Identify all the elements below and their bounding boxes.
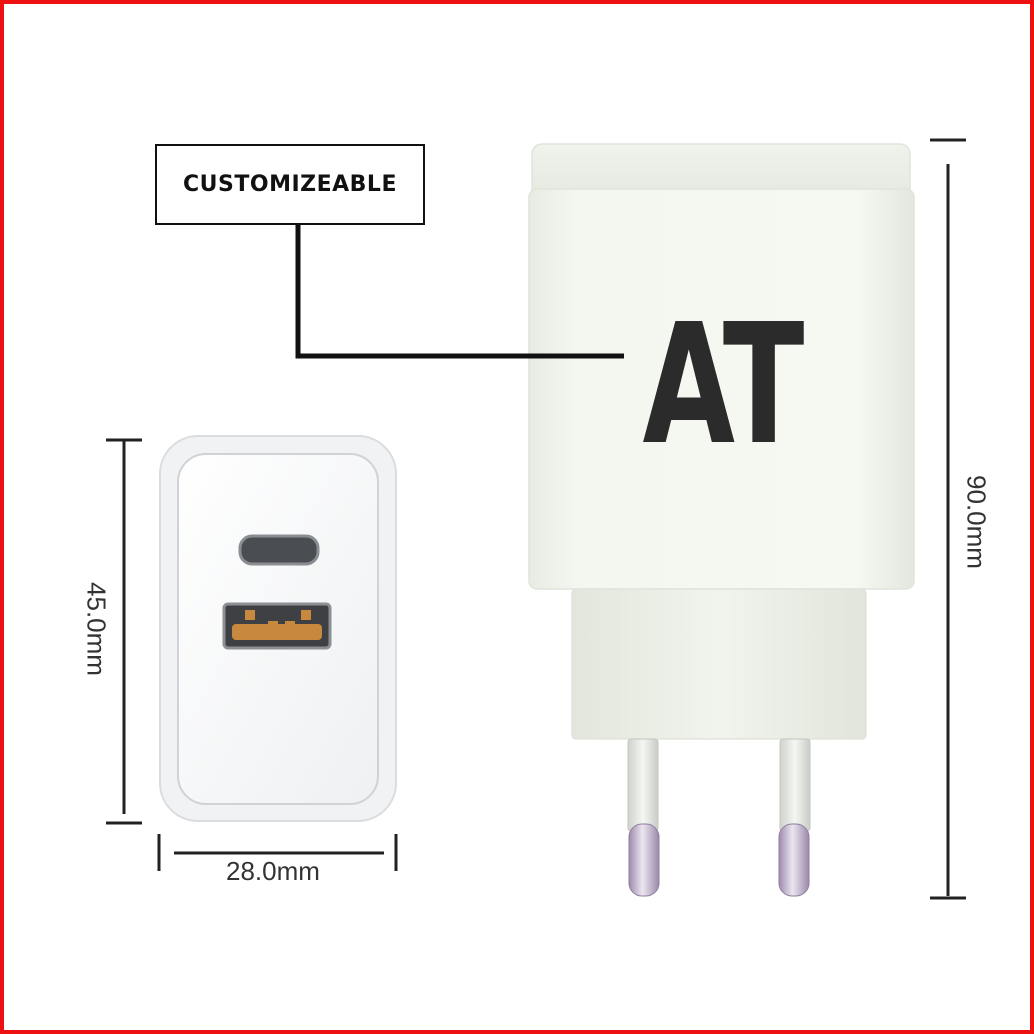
charger-neck	[571, 588, 867, 740]
charger-illustration	[106, 138, 966, 900]
charger-side-view	[528, 143, 915, 897]
small-height-dimension-label: 45.0mm	[81, 582, 112, 676]
pin-right	[778, 738, 811, 897]
usb-a-pin	[285, 621, 295, 627]
dimension-lines	[106, 138, 966, 900]
usb-a-pin	[245, 610, 255, 620]
large-height-dimension-label: 90.0mm	[961, 475, 992, 569]
custom-logo-text: AT	[642, 288, 805, 482]
callout-leader-line	[295, 225, 624, 359]
usb-a-pin	[268, 621, 278, 627]
customizable-callout-label: CUSTOMIZEABLE	[155, 144, 425, 225]
pin-left	[627, 738, 660, 897]
usb-a-pin	[301, 610, 311, 620]
usb-c-port	[238, 534, 320, 566]
charger-front-view	[159, 435, 397, 822]
usb-a-tongue	[232, 624, 322, 640]
width-dimension-label: 28.0mm	[226, 856, 320, 886]
